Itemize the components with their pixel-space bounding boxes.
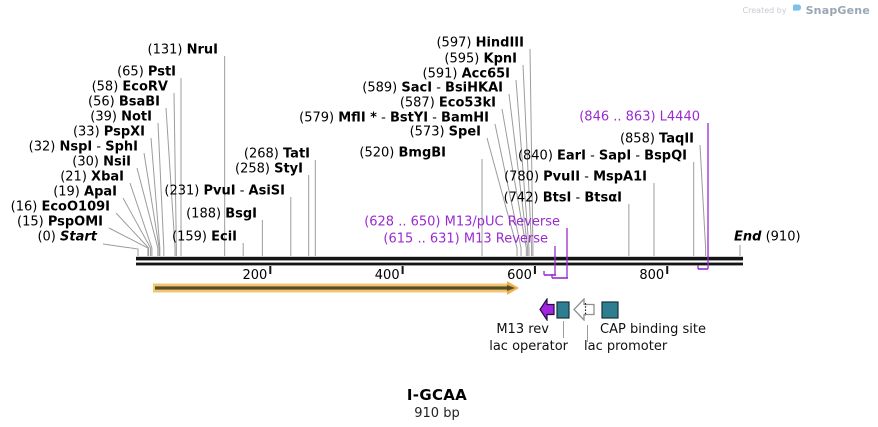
sequence-bar-top[interactable] — [136, 256, 743, 261]
restriction-site-label-HindIII[interactable]: (597) HindIII — [436, 36, 524, 51]
restriction-site-label-ApaI[interactable]: (19) ApaI — [53, 185, 117, 200]
restriction-site-label-PstI[interactable]: (65) PstI — [117, 65, 176, 80]
restriction-site-label-Eco53kI[interactable]: (587) Eco53kI — [400, 96, 496, 111]
restriction-site-label-BsaBI[interactable]: (56) BsaBI — [88, 95, 160, 110]
m13-rev-primer-icon[interactable] — [539, 298, 555, 321]
leader-line — [515, 79, 530, 256]
lac-promoter-leader-line — [587, 325, 588, 342]
restriction-site-label-BmgBI[interactable]: (520) BmgBI — [359, 146, 446, 161]
leader-line — [143, 152, 160, 256]
restriction-site-label-NspI[interactable]: (32) NspI - SphI — [29, 140, 138, 155]
gold-feature-arrow-core — [155, 286, 507, 290]
restriction-site-label-SpeI[interactable]: (573) SpeI — [410, 125, 481, 140]
primer-label-L4440[interactable]: (846 .. 863) L4440 — [579, 110, 700, 125]
restriction-site-label-EarI[interactable]: (840) EarI - SapI - BspQI — [518, 149, 687, 164]
leader-line — [486, 137, 518, 256]
restriction-site-label-EciI[interactable]: (159) EciI — [172, 230, 237, 245]
snapgene-logo-icon — [792, 4, 801, 16]
end-label: End (910) — [734, 230, 801, 245]
restriction-site-label-SacI[interactable]: (589) SacI - BsiHKAI — [362, 81, 503, 96]
leader-line — [501, 108, 527, 256]
restriction-site-label-XbaI[interactable]: (21) XbaI — [60, 170, 124, 185]
primer-label-M13pUCReverse[interactable]: (628 .. 650) M13/pUC Reverse — [364, 215, 560, 230]
restriction-site-label-PspOMI[interactable]: (15) PspOMI — [17, 215, 103, 230]
leader-line — [129, 182, 153, 256]
gold-feature-arrowhead-core — [507, 285, 515, 291]
restriction-site-label-StyI[interactable]: (258) StyI — [235, 162, 303, 177]
restriction-site-label-EcoO109I[interactable]: (16) EcoO109I — [11, 200, 110, 215]
restriction-site-label-TaqII[interactable]: (858) TaqII — [620, 132, 694, 147]
lac-operator-box-icon[interactable] — [556, 301, 570, 319]
leader-line — [508, 93, 529, 256]
restriction-site-label-PvuI[interactable]: (231) PvuI - AsiSI — [164, 184, 285, 199]
leader-line — [108, 227, 149, 256]
m13-rev-label[interactable]: M13 rev — [496, 322, 549, 337]
restriction-site-label-KpnI[interactable]: (595) KpnI — [444, 52, 517, 67]
sequence-bar-bottom[interactable] — [136, 262, 743, 266]
restriction-site-label-Acc65I[interactable]: (591) Acc65I — [423, 67, 511, 82]
restriction-site-label-NruI[interactable]: (131) NruI — [148, 43, 218, 58]
restriction-site-label-BtsI[interactable]: (742) BtsI - BtsαI — [504, 191, 622, 206]
snapgene-watermark: Created by SnapGene — [743, 4, 870, 17]
snapgene-brand-text: SnapGene — [805, 4, 870, 17]
start-label: (0) Start — [37, 230, 97, 245]
restriction-site-label-NotI[interactable]: (39) NotI — [90, 110, 152, 125]
axis-tick-label: 400 — [375, 268, 400, 283]
created-by-text: Created by — [742, 6, 787, 15]
primer-label-M13Reverse[interactable]: (615 .. 631) M13 Reverse — [383, 232, 548, 247]
leader-line — [522, 64, 533, 256]
axis-tick-label: 800 — [639, 268, 664, 283]
axis-tick-label: 200 — [242, 268, 267, 283]
leader-line — [529, 48, 534, 256]
lac-operator-label[interactable]: lac operator — [489, 339, 568, 354]
leader-line — [115, 212, 150, 256]
lac-promoter-label[interactable]: lac promoter — [584, 339, 668, 354]
restriction-site-label-EcoRV[interactable]: (58) EcoRV — [92, 80, 168, 95]
lac-promoter-arrow-icon[interactable] — [572, 298, 596, 321]
leader-line — [494, 123, 522, 256]
leader-line — [122, 197, 152, 256]
restriction-site-label-MflI[interactable]: (579) MflI * - BstYI - BamHI — [299, 111, 489, 126]
cap-binding-site-label[interactable]: CAP binding site — [600, 322, 707, 337]
restriction-site-label-PspXI[interactable]: (33) PspXI — [73, 125, 145, 140]
restriction-site-label-BsgI[interactable]: (188) BsgI — [186, 207, 257, 222]
lac-operator-leader-line — [563, 321, 564, 338]
leader-line — [173, 92, 177, 256]
restriction-site-label-NsiI[interactable]: (30) NsiI — [72, 155, 131, 170]
map-title-block: I-GCAA 910 bp — [0, 386, 874, 421]
start-leader-line — [102, 243, 139, 256]
cap-binding-site-box-icon[interactable] — [601, 301, 619, 319]
leader-line — [157, 122, 165, 256]
leader-line — [150, 137, 161, 256]
leader-line — [136, 167, 159, 256]
restriction-site-label-TatI[interactable]: (268) TatI — [244, 147, 310, 162]
axis-tick-label: 600 — [507, 268, 532, 283]
restriction-site-label-PvuII[interactable]: (780) PvuII - MspA1I — [504, 170, 647, 185]
sequence-length: 910 bp — [414, 406, 460, 421]
leader-line — [699, 144, 707, 256]
leader-line — [165, 107, 176, 256]
sequence-name: I-GCAA — [406, 386, 468, 404]
